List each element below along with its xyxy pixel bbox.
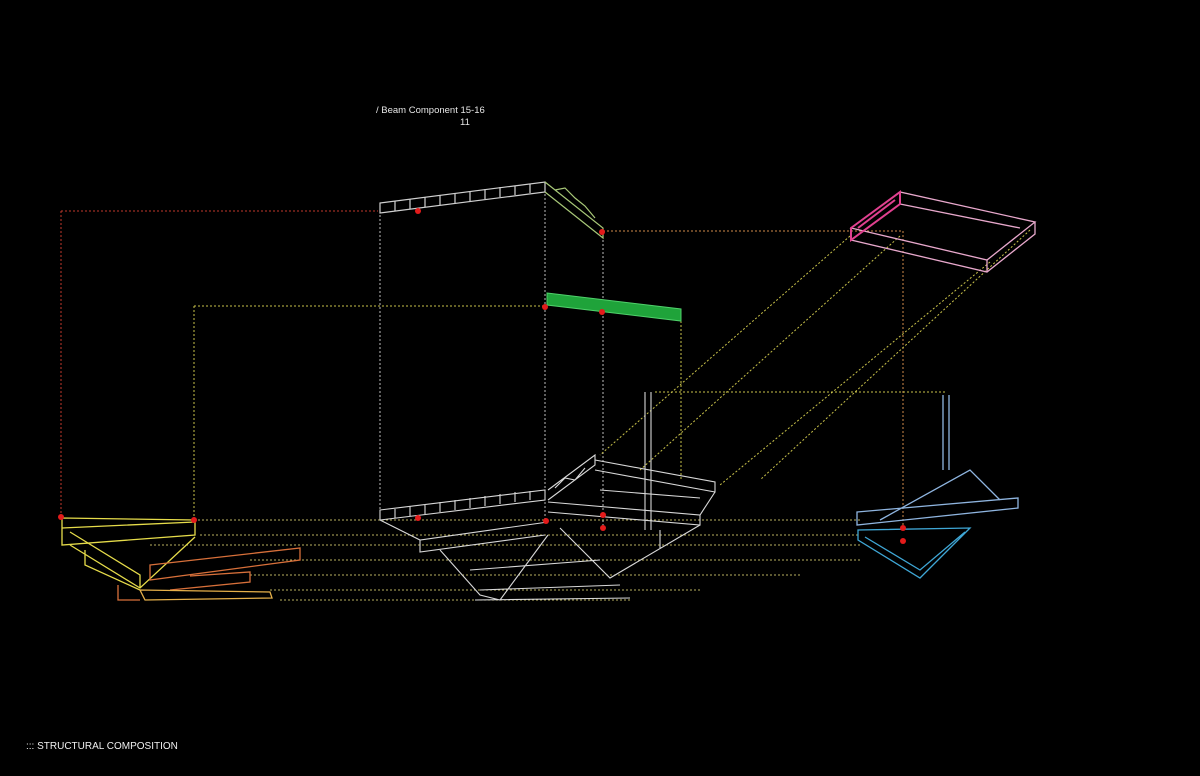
annotation-number: 11: [460, 117, 470, 128]
annotation-label: / Beam Component 15-16: [376, 105, 485, 116]
figure-caption: ::: STRUCTURAL COMPOSITION: [26, 741, 178, 752]
connection-nodes: [58, 208, 906, 544]
left-frame-component: [61, 517, 301, 601]
green-beam-component: [546, 292, 682, 322]
central-stair-component: [379, 392, 716, 601]
guide-lines: [60, 190, 1031, 601]
top-truss-component: [379, 181, 604, 240]
pink-frame-component: [849, 190, 1037, 273]
right-frame-component: [856, 395, 1019, 579]
